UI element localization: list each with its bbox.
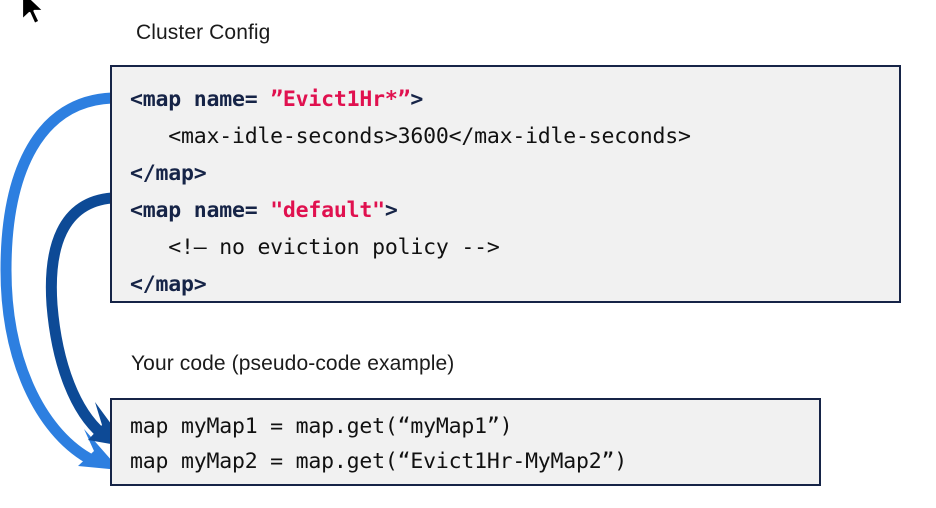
line-comment-no-eviction: <!– no eviction policy --> <box>130 229 883 266</box>
code-token-tag: <map name= <box>130 87 271 112</box>
code-token-tag: > <box>384 198 398 223</box>
line-max-idle-seconds: <max-idle-seconds>3600</max-idle-seconds… <box>130 118 883 155</box>
line-map-default-close: </map> <box>130 266 883 303</box>
code-token-plain: map myMap2 = map.get(“Evict1Hr-MyMap2”) <box>130 449 628 474</box>
code-token-str: "default" <box>270 198 385 223</box>
line-map-evict-close: </map> <box>130 155 883 192</box>
code-token-str: ”Evict1Hr*” <box>270 87 411 112</box>
code-token-tag: <map name= <box>130 198 271 223</box>
line-map-default-open: <map name= "default"> <box>130 192 883 229</box>
code-token-plain: <max-idle-seconds>3600</max-idle-seconds… <box>130 124 691 149</box>
arrow-evict1hr-to-mymap2 <box>0 92 120 470</box>
code-token-plain: <!– no eviction policy --> <box>130 235 500 260</box>
line-mymap1: map myMap1 = map.get(“myMap1”) <box>130 409 803 444</box>
cluster-config-code-block: <map name= ”Evict1Hr*”> <max-idle-second… <box>110 65 901 303</box>
code-token-tag: </map> <box>130 161 207 186</box>
your-code-label: Your code (pseudo-code example) <box>131 352 455 375</box>
line-map-evict-open: <map name= ”Evict1Hr*”> <box>130 81 883 118</box>
user-code-block: map myMap1 = map.get(“myMap1”) map myMap2… <box>110 398 821 486</box>
code-token-tag: </map> <box>130 272 207 297</box>
code-token-plain: map myMap1 = map.get(“myMap1”) <box>130 414 513 439</box>
code-token-tag: > <box>410 87 424 112</box>
line-mymap2: map myMap2 = map.get(“Evict1Hr-MyMap2”) <box>130 444 803 479</box>
cluster-config-label: Cluster Config <box>136 21 271 44</box>
mouse-pointer-icon <box>20 0 46 26</box>
